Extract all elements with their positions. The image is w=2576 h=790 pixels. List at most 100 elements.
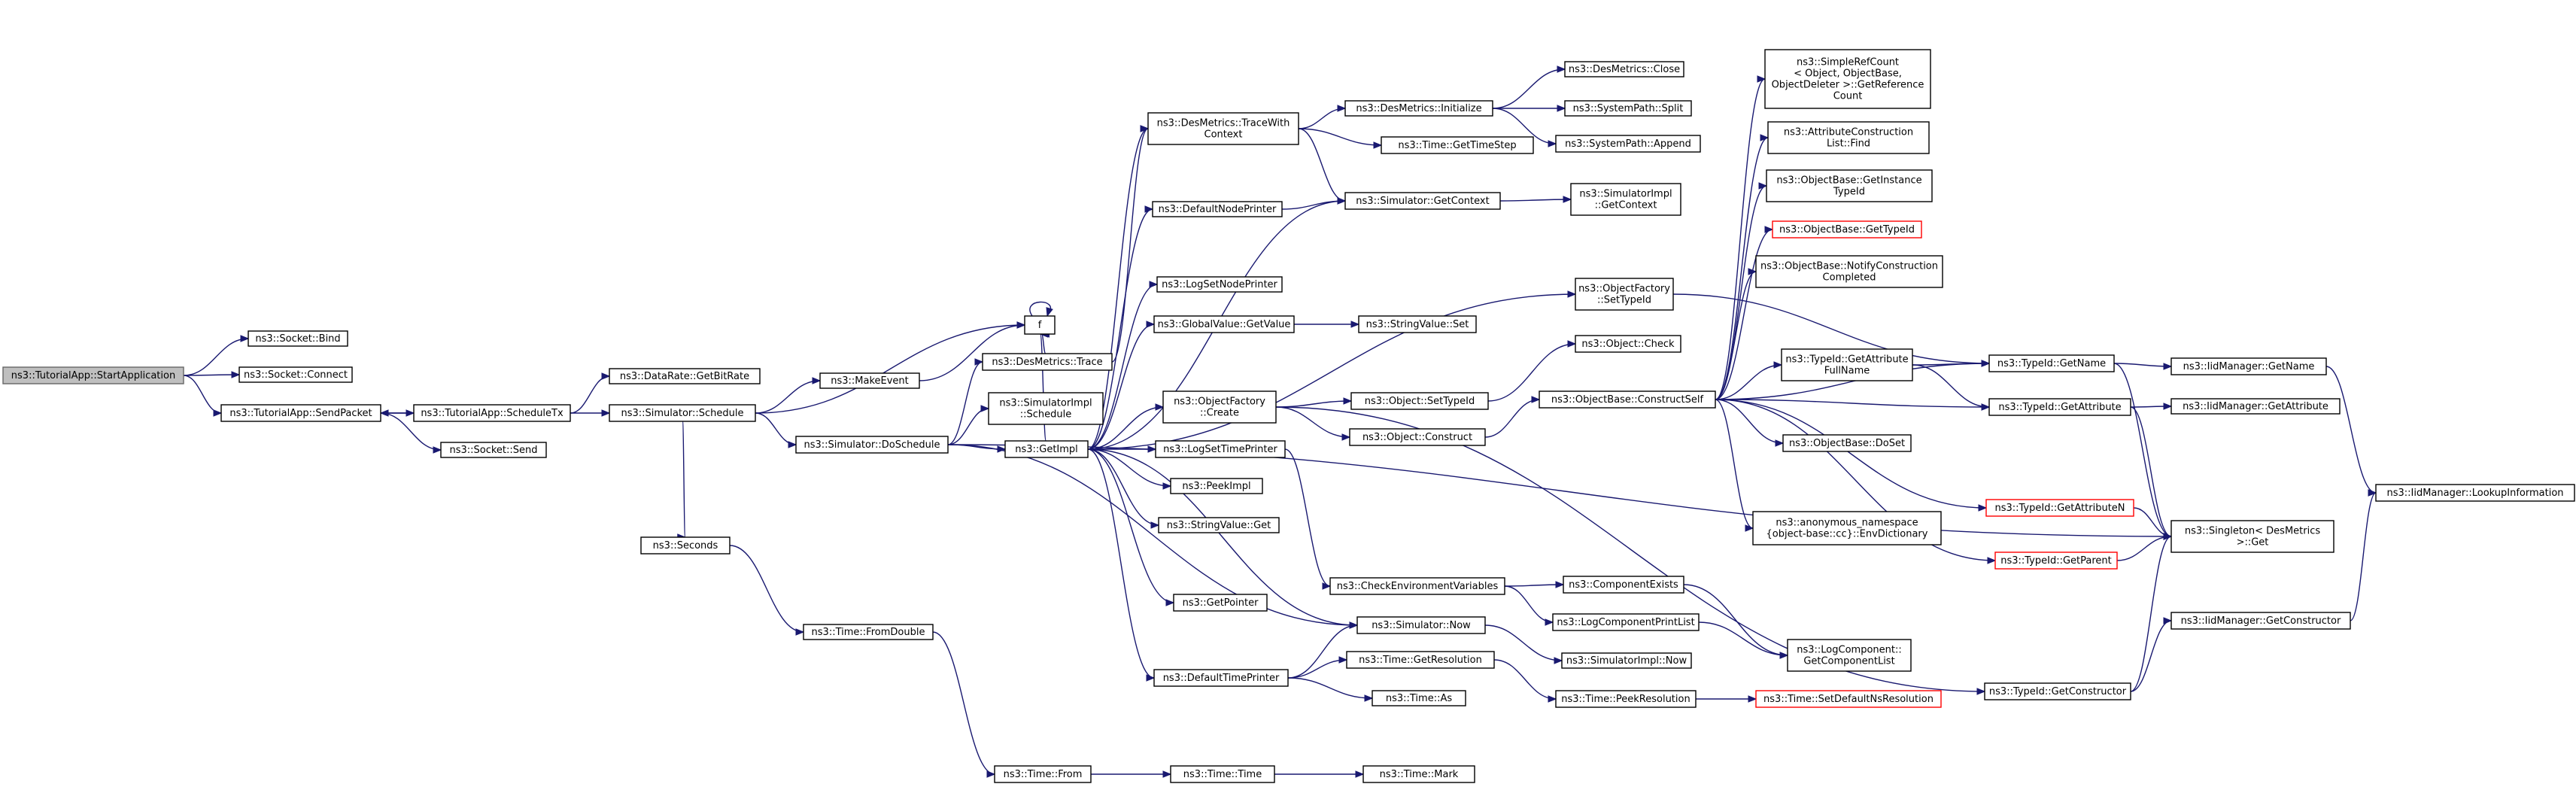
node-split[interactable]: ns3::SystemPath::Split <box>1564 100 1692 117</box>
edge-line <box>1715 399 1784 444</box>
node-box <box>1988 354 2115 372</box>
node-compexists[interactable]: ns3::ComponentExists <box>1563 576 1684 594</box>
node-box <box>1155 440 1286 458</box>
node-destrace[interactable]: ns3::DesMetrics::Trace <box>982 353 1113 371</box>
node-implgetcontext[interactable]: ns3::SimulatorImpl::GetContext <box>1570 183 1681 216</box>
node-constructself[interactable]: ns3::ObjectBase::ConstructSelf <box>1539 390 1716 409</box>
node-implnow[interactable]: ns3::SimulatorImpl::Now <box>1561 652 1692 669</box>
node-label: ns3::ObjectFactory <box>1578 284 1670 295</box>
node-root[interactable]: ns3::TutorialApp::StartApplication <box>2 366 184 384</box>
node-doschedule[interactable]: ns3::Simulator::DoSchedule <box>795 436 949 454</box>
node-bind[interactable]: ns3::Socket::Bind <box>248 330 348 347</box>
node-iidgetname[interactable]: ns3::IidManager::GetName <box>2170 357 2327 375</box>
node-timetime[interactable]: ns3::Time::Time <box>1170 765 1275 783</box>
node-getcomplist[interactable]: ns3::LogComponent::GetComponentList <box>1787 639 1912 672</box>
node-typeidgetconstr[interactable]: ns3::TypeId::GetConstructor <box>1984 682 2131 700</box>
node-box <box>1539 390 1716 409</box>
node-label: ns3::SimulatorImpl <box>1579 189 1672 200</box>
node-schedule[interactable]: ns3::Simulator::Schedule <box>609 404 756 422</box>
node-bitrate[interactable]: ns3::DataRate::GetBitRate <box>609 368 761 384</box>
node-scheduletx[interactable]: ns3::TutorialApp::ScheduleTx <box>413 404 571 422</box>
node-label: < Object, ObjectBase, <box>1794 68 1902 80</box>
node-objfactcreate[interactable]: ns3::ObjectFactory::Create <box>1162 390 1277 424</box>
node-stringset[interactable]: ns3::StringValue::Set <box>1358 315 1477 333</box>
node-desinit[interactable]: ns3::DesMetrics::Initialize <box>1344 100 1493 117</box>
node-getpointer[interactable]: ns3::GetPointer <box>1173 594 1268 612</box>
edge-line <box>2350 492 2377 621</box>
node-objconstruct[interactable]: ns3::Object::Construct <box>1349 428 1486 446</box>
node-label: ns3::Time::GetTimeStep <box>1398 140 1516 151</box>
edge-line <box>2130 536 2172 692</box>
node-globalvalue[interactable]: ns3::GlobalValue::GetValue <box>1153 315 1295 333</box>
node-logcompprint[interactable]: ns3::LogComponentPrintList <box>1552 613 1700 631</box>
edge-arrowhead <box>379 409 389 417</box>
node-objsettypeid[interactable]: ns3::Object::SetTypeId <box>1350 392 1489 410</box>
node-iidgetattr[interactable]: ns3::IidManager::GetAttribute <box>2170 398 2341 415</box>
node-simimplschedule[interactable]: ns3::SimulatorImpl::Schedule <box>988 392 1104 425</box>
node-box <box>2170 520 2334 553</box>
node-simgetcontext[interactable]: ns3::Simulator::GetContext <box>1344 192 1501 210</box>
node-setdefaultnsres[interactable]: ns3::Time::SetDefaultNsResolution <box>1755 690 1942 708</box>
node-iidlookup[interactable]: ns3::IidManager::LookupInformation <box>2375 484 2575 502</box>
node-lognodeprinter[interactable]: ns3::LogSetNodePrinter <box>1156 276 1283 293</box>
node-getimpl[interactable]: ns3::GetImpl <box>1004 440 1089 458</box>
node-timemark[interactable]: ns3::Time::Mark <box>1362 765 1475 783</box>
node-append[interactable]: ns3::SystemPath::Append <box>1555 135 1701 153</box>
node-defnodeprinter[interactable]: ns3::DefaultNodePrinter <box>1152 201 1283 217</box>
node-deftimeprinter[interactable]: ns3::DefaultTimePrinter <box>1153 669 1289 687</box>
node-logtimeprinter[interactable]: ns3::LogSetTimePrinter <box>1155 440 1286 458</box>
node-typeidgetname[interactable]: ns3::TypeId::GetName <box>1988 354 2115 372</box>
node-fromdouble[interactable]: ns3::Time::FromDouble <box>803 624 934 640</box>
node-iidgetconstr[interactable]: ns3::IidManager::GetConstructor <box>2170 612 2351 630</box>
edge-arrowhead <box>1146 321 1156 328</box>
node-box <box>609 404 756 422</box>
edge-arrowhead <box>1757 75 1766 83</box>
node-typeidgetattr[interactable]: ns3::TypeId::GetAttribute <box>1988 398 2131 416</box>
edge-constructself-to-getinsttypeid <box>1715 182 1768 400</box>
node-from[interactable]: ns3::Time::From <box>994 765 1092 783</box>
edge-constructself-to-dose <box>1715 399 1785 447</box>
node-box <box>1358 315 1477 333</box>
edge-scheduletx-to-bitrate <box>570 372 611 414</box>
edge-arrowhead <box>213 409 223 417</box>
node-envdict[interactable]: ns3::anonymous_namespace{object-base::cc… <box>1752 511 1942 545</box>
node-factsettypeid[interactable]: ns3::ObjectFactory::SetTypeId <box>1575 278 1674 311</box>
node-gettimestep[interactable]: ns3::Time::GetTimeStep <box>1381 136 1534 154</box>
node-getres[interactable]: ns3::Time::GetResolution <box>1346 651 1495 669</box>
node-label: ns3::LogSetTimePrinter <box>1163 444 1277 455</box>
edge-getimpl-to-objfactcreate <box>1087 403 1165 450</box>
edge-constructself-to-typeidgetattrn <box>1715 399 1988 512</box>
node-label: ns3::StringValue::Get <box>1167 520 1271 531</box>
node-timeas[interactable]: ns3::Time::As <box>1372 690 1466 706</box>
node-desclose[interactable]: ns3::DesMetrics::Close <box>1564 61 1684 77</box>
node-simnow[interactable]: ns3::Simulator::Now <box>1356 616 1486 634</box>
node-gettypeid[interactable]: ns3::ObjectBase::GetTypeId <box>1772 220 1922 239</box>
node-send[interactable]: ns3::Socket::Send <box>440 442 547 458</box>
edge-line <box>755 324 1025 414</box>
node-label: ns3::Time::GetResolution <box>1359 655 1482 666</box>
node-label: ns3::anonymous_namespace <box>1776 518 1918 529</box>
node-typeidgetattrn[interactable]: ns3::TypeId::GetAttributeN <box>1985 499 2134 517</box>
node-checkenv[interactable]: ns3::CheckEnvironmentVariables <box>1329 577 1505 595</box>
node-objcheck[interactable]: ns3::Object::Check <box>1575 335 1681 353</box>
node-f[interactable]: f <box>1024 315 1056 335</box>
node-notifyconstr[interactable]: ns3::ObjectBase::NotifyConstructionCompl… <box>1755 255 1943 288</box>
node-sendpacket[interactable]: ns3::TutorialApp::SendPacket <box>220 404 381 422</box>
node-connect[interactable]: ns3::Socket::Connect <box>238 366 353 383</box>
node-simplerefcount[interactable]: ns3::SimpleRefCount< Object, ObjectBase,… <box>1764 49 1931 109</box>
node-dose[interactable]: ns3::ObjectBase::DoSet <box>1782 434 1912 452</box>
node-label: ns3::DesMetrics::Close <box>1569 64 1680 75</box>
edge-getattrfullname-to-typeidgetname <box>1912 360 1991 367</box>
node-singleton[interactable]: ns3::Singleton< DesMetrics >::Get <box>2170 520 2334 553</box>
node-box <box>1755 690 1942 708</box>
node-stringget[interactable]: ns3::StringValue::Get <box>1158 517 1280 533</box>
node-makeevent[interactable]: ns3::MakeEvent <box>819 372 920 389</box>
node-peekimpl[interactable]: ns3::PeekImpl <box>1170 478 1263 494</box>
node-seconds[interactable]: ns3::Seconds <box>640 536 731 555</box>
node-peekres[interactable]: ns3::Time::PeekResolution <box>1555 690 1697 708</box>
node-typeidgetparent[interactable]: ns3::TypeId::GetParent <box>1994 551 2118 570</box>
